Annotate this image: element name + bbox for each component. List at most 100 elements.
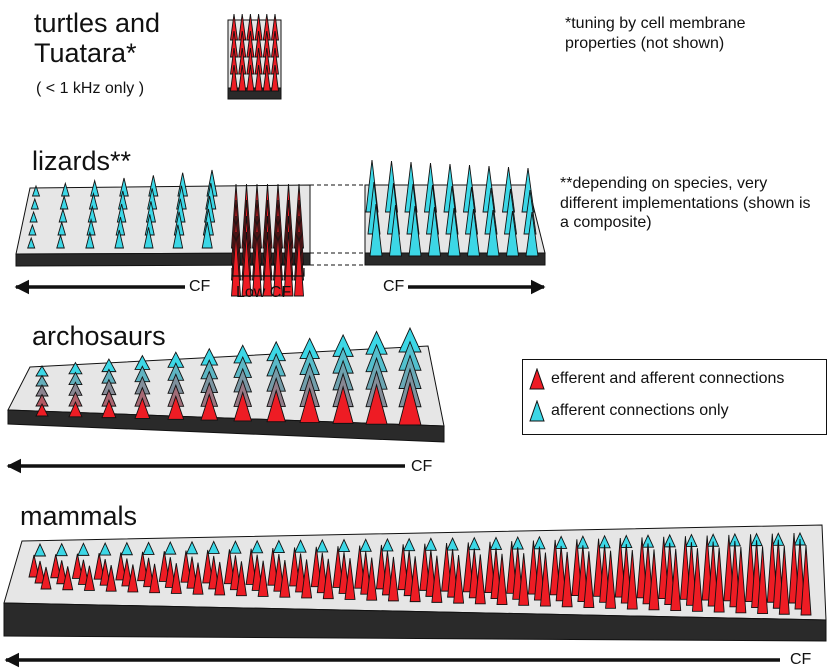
hair-cell [262,231,273,297]
hair-cell [316,552,328,594]
hair-cell [208,555,220,590]
hair-cell [143,227,154,249]
legend-item-efferent: efferent and afferent connections [529,368,784,390]
hair-cell [431,555,443,603]
hair-cell [62,566,74,591]
hair-cell [30,197,39,210]
hair-cell [332,385,354,424]
hair-cell [273,231,283,297]
hair-cell [77,559,89,585]
archosaur-papilla [6,326,445,474]
hair-cell [539,552,551,607]
hair-cell [369,203,383,257]
hair-cell [283,231,294,297]
hair-cell [453,555,465,604]
mammal-hair-cells [28,531,812,616]
hair-cell [55,542,68,557]
archosaur-cf-label: CF [411,458,433,475]
hair-cell [735,546,747,614]
hair-cell [257,560,269,597]
hair-cell [29,210,38,223]
lizard-cf-right-label: CF [383,278,405,295]
turtles-note: *tuning by cell membrane properties (not… [565,15,746,52]
hair-cell [27,236,36,249]
hair-cell [294,539,307,553]
hair-cell [466,208,481,257]
hair-cell [648,549,660,611]
hair-cell [233,391,253,422]
legend-afferent-label: afferent connections only [551,402,729,419]
hair-cell [427,206,442,257]
hair-cell [486,209,500,257]
hair-cell [28,223,37,236]
hair-cell [251,554,263,591]
hair-cell [223,549,235,585]
hair-cell [505,210,520,257]
turtles-subtitle: ( < 1 kHz only ) [36,80,145,97]
hair-cell [262,64,271,92]
hair-cell [354,545,366,589]
turtle-papilla [227,13,282,100]
hair-cell [149,563,161,594]
hair-cell [127,564,139,593]
hair-cell [83,565,95,591]
hair-cell [241,231,252,297]
hair-cell [388,204,403,257]
red-triangle-icon [529,368,545,390]
hair-cell [214,561,226,596]
hair-cell [757,546,769,614]
hair-cell [279,560,291,598]
hair-cell [90,178,100,197]
hair-cell [359,538,372,552]
hair-cell [115,552,127,581]
low-cf-label: Low CF [236,284,292,301]
hair-cell [713,547,725,613]
hair-cell [202,549,214,584]
hair-cell [338,552,350,594]
hair-cell [192,562,204,595]
hair-cell [691,548,703,612]
lizard-cf-left-label: CF [189,278,211,295]
hair-cell [87,204,97,223]
turtle-hair-cells [229,13,280,92]
lizards-note: **depending on species, very different i… [560,175,811,232]
legend-efferent-label: efferent and afferent connections [551,370,785,387]
hair-cell [86,217,96,236]
hair-cell [254,64,263,92]
hair-cell [35,402,49,417]
hair-cell [387,556,399,602]
hair-cell [295,553,307,593]
hair-cell [583,551,595,609]
mammals-title: mammals [20,501,138,531]
hair-cell [101,398,117,419]
hair-cell [142,541,155,555]
hair-cell [250,539,264,554]
hair-cell [474,554,486,605]
hair-cell [408,205,422,257]
hair-cell [40,566,52,590]
hair-cell [447,207,461,257]
hair-cell [252,231,262,297]
hair-cell [114,229,125,249]
hair-cell [270,64,280,92]
hair-cell [71,553,83,579]
hair-cell [56,560,68,585]
hair-cell [50,554,62,579]
hair-cell [164,541,177,555]
hair-cell [59,194,69,210]
hair-cell [778,545,790,615]
hair-cell [398,381,422,426]
hair-cell [105,565,117,592]
hair-cell [360,551,372,595]
legend-item-afferent: afferent connections only [529,400,729,422]
hair-cell [99,559,111,586]
mammal-papilla [3,524,827,668]
hair-cell [57,220,67,236]
hair-cell [289,547,301,587]
hair-cell [518,553,530,606]
low-cf-bracket [231,268,305,277]
hair-cell [56,233,65,249]
hair-cell [299,387,320,423]
hair-cell [366,557,378,601]
